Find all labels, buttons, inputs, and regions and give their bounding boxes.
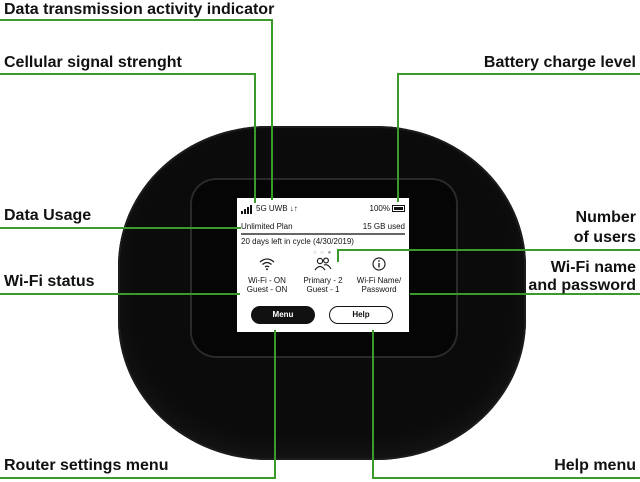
plan-name: Unlimited Plan — [241, 222, 293, 231]
label-number-of-users-1: Number — [575, 209, 636, 226]
label-number-of-users-2: of users — [573, 229, 636, 246]
leader-router-menu — [0, 330, 276, 479]
wifi-name-tile[interactable]: Wi-Fi Name/ Password — [351, 256, 407, 294]
wifi-status-tile[interactable]: Wi-Fi - ON Guest - ON — [239, 256, 295, 294]
users-icon — [295, 256, 351, 276]
help-button[interactable]: Help — [329, 306, 393, 324]
leader-number-of-users — [337, 249, 640, 262]
label-data-usage: Data Usage — [4, 207, 92, 224]
wifi-icon — [239, 256, 295, 276]
battery-icon — [392, 205, 405, 213]
network-type: 5G UWB — [256, 204, 288, 213]
info-icon — [351, 256, 407, 276]
label-cellular-signal: Cellular signal strenght — [4, 54, 182, 71]
users-line1: Primary - 2 — [303, 276, 343, 285]
plan-row: Unlimited Plan 15 GB used — [241, 222, 405, 232]
leader-data-transmission — [0, 19, 273, 200]
activity-indicator-icon: ↓↑ — [289, 204, 298, 213]
wifi-status-line2: Guest - ON — [246, 285, 288, 294]
label-battery: Battery charge level — [483, 54, 636, 71]
device-screen: 5G UWB ↓↑ 100% Unlimited Plan 15 GB used… — [237, 198, 409, 332]
users-line2: Guest - 1 — [306, 285, 340, 294]
wifi-name-line1: Wi-Fi Name/ — [356, 276, 402, 285]
label-wifi-name-1: Wi-Fi name — [550, 259, 636, 276]
leader-cellular-signal — [0, 73, 256, 203]
wifi-status-line1: Wi-Fi - ON — [248, 276, 286, 285]
wifi-name-line2: Password — [361, 285, 397, 294]
leader-help-menu — [372, 330, 640, 479]
label-router-menu: Router settings menu — [4, 457, 169, 474]
signal-strength-icon — [241, 204, 253, 214]
menu-button[interactable]: Menu — [251, 306, 315, 324]
label-wifi-name-2: and password — [528, 277, 636, 294]
cycle-info: 20 days left in cycle (4/30/2019) — [241, 237, 354, 246]
status-bar: 5G UWB ↓↑ 100% — [241, 204, 405, 214]
label-wifi-status: Wi-Fi status — [4, 273, 95, 290]
usage-amount: 15 GB used — [362, 222, 405, 231]
page-dots: ○ ○ ● — [313, 250, 333, 256]
battery-status: 100% — [370, 204, 405, 214]
label-help-menu: Help menu — [554, 457, 636, 474]
label-data-transmission: Data transmission activity indicator — [4, 1, 275, 18]
battery-percent: 100% — [369, 204, 390, 213]
users-tile[interactable]: Primary - 2 Guest - 1 — [295, 256, 351, 294]
leader-battery — [397, 73, 640, 202]
usage-bar — [241, 233, 405, 235]
